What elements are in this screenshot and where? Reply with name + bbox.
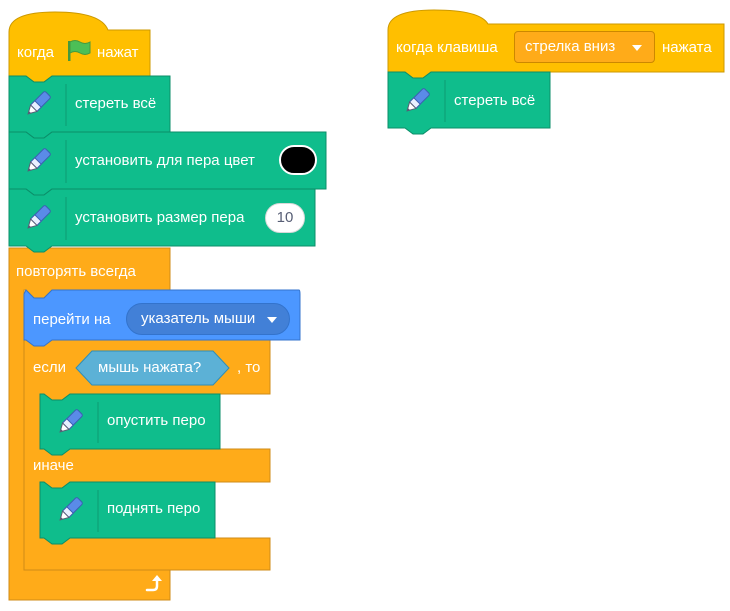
pen-down-block[interactable] xyxy=(39,393,221,456)
condition-label: мышь нажата? xyxy=(98,359,202,376)
then-label: , то xyxy=(237,359,261,376)
green-flag-icon xyxy=(68,40,91,61)
chevron-down-icon xyxy=(267,317,277,323)
set-pen-size-block[interactable] xyxy=(8,188,316,253)
go-to-target-value: указатель мыши xyxy=(141,310,256,327)
if-label: если xyxy=(33,359,66,376)
key-hat-text-pressed: нажата xyxy=(662,39,712,56)
repeat-arrow-icon xyxy=(145,575,162,592)
else-label: иначе xyxy=(33,457,74,474)
chevron-down-icon xyxy=(632,45,642,51)
hat-text-when: когда xyxy=(17,44,54,61)
pen-up-label: поднять перо xyxy=(107,500,201,517)
pen-up-block[interactable] xyxy=(39,481,216,545)
key-hat-text-when: когда клавиша xyxy=(396,39,498,56)
key-value: стрелка вниз xyxy=(525,38,616,55)
clear-label: стереть всё xyxy=(75,95,157,112)
clear-block-2[interactable] xyxy=(387,71,551,135)
go-to-label: перейти на xyxy=(33,311,111,328)
mouse-down-condition[interactable] xyxy=(75,350,230,386)
set-color-label: установить для пера цвет xyxy=(75,152,255,169)
key-dropdown[interactable]: стрелка вниз xyxy=(514,31,655,63)
hat-text-clicked: нажат xyxy=(97,44,139,61)
set-size-label: установить размер пера xyxy=(75,209,245,226)
pen-color-swatch[interactable] xyxy=(279,145,317,175)
go-to-target-dropdown[interactable]: указатель мыши xyxy=(126,303,290,335)
pen-size-input[interactable]: 10 xyxy=(265,203,305,233)
clear-label-2: стереть всё xyxy=(454,92,536,109)
forever-label: повторять всегда xyxy=(16,263,136,280)
pen-down-label: опустить перо xyxy=(107,412,206,429)
